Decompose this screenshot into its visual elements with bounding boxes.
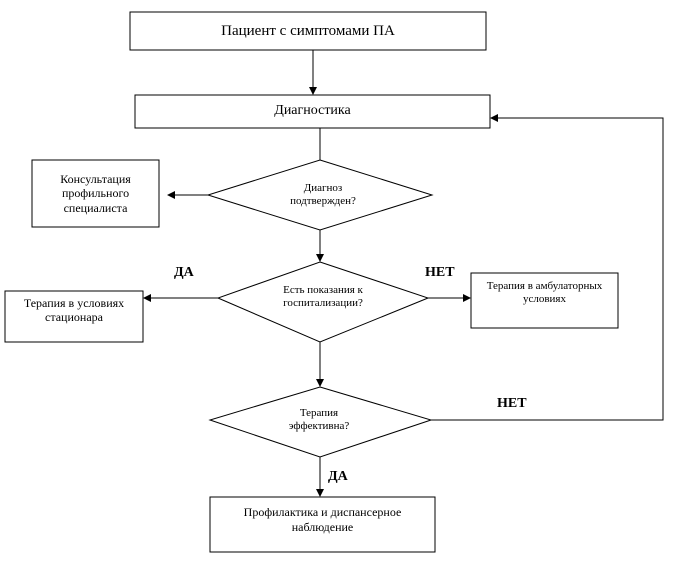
arrow-loop-back-to-diagnostics	[431, 114, 664, 421]
diagnostics-box	[134, 94, 491, 129]
outpatient-box	[470, 272, 619, 329]
patient-box	[129, 11, 487, 51]
yes-hospitalization-label: ДА	[174, 265, 194, 280]
yes-effective-label: ДА	[328, 469, 348, 484]
diag-confirmed-diamond	[206, 159, 434, 231]
no-effective-label: НЕТ	[497, 396, 527, 411]
consult-box	[31, 159, 160, 228]
inpatient-box	[4, 290, 144, 343]
therapy-effective-diamond	[208, 386, 433, 458]
hosp-indication-diamond	[216, 261, 430, 343]
no-hospitalization-label: НЕТ	[425, 265, 455, 280]
prevention-box	[209, 496, 436, 553]
